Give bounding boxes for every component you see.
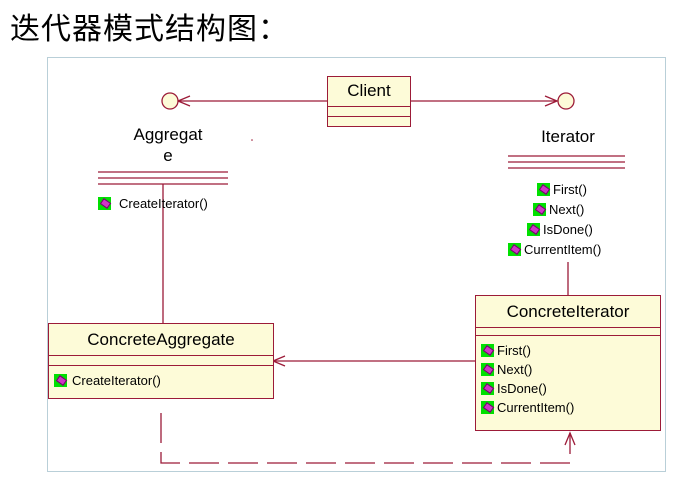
operation-icon <box>537 183 550 196</box>
client-to-iterator-arrowhead <box>544 95 559 107</box>
concrete-iterator-class: ConcreteIterator First() Next() IsDone()… <box>475 295 661 431</box>
operation-icon <box>481 344 494 357</box>
iterator-interface-circle <box>557 92 575 110</box>
operation-item: CreateIterator() <box>54 371 273 390</box>
operation-icon <box>481 363 494 376</box>
operation-icon <box>481 401 494 414</box>
iterator-operations: First() Next() IsDone() CurrentItem() <box>505 180 635 260</box>
aggregate-interface-name: Aggregat e <box>133 125 203 165</box>
create-dependency-line <box>160 413 571 464</box>
concrete-iterator-class-name: ConcreteIterator <box>506 302 630 321</box>
client-class-name: Client <box>347 81 391 100</box>
aggregate-interface-circle <box>161 92 179 110</box>
create-dependency-arrowhead <box>564 431 576 446</box>
operation-item: CurrentItem() <box>481 398 660 417</box>
concrete-aggregate-class: ConcreteAggregate CreateIterator() <box>48 323 274 399</box>
operation-item: First() <box>481 341 660 360</box>
operation-icon <box>508 243 521 256</box>
operation-item: IsDone() <box>481 379 660 398</box>
aggregate-operations: CreateIterator() <box>98 194 238 213</box>
operation-icon <box>98 197 111 210</box>
operation-icon <box>54 374 67 387</box>
page-title: 迭代器模式结构图： <box>10 12 289 47</box>
operation-icon <box>533 203 546 216</box>
operation-icon <box>481 382 494 395</box>
operation-item: Next() <box>481 360 660 379</box>
operation-icon <box>527 223 540 236</box>
iterator-interface-name: Iterator <box>541 127 595 146</box>
client-class: Client <box>327 76 411 127</box>
concrete-aggregate-class-name: ConcreteAggregate <box>87 330 235 349</box>
operation-item: CreateIterator() <box>98 194 238 213</box>
concrete-iterator-operations: First() Next() IsDone() CurrentItem() <box>481 341 660 417</box>
